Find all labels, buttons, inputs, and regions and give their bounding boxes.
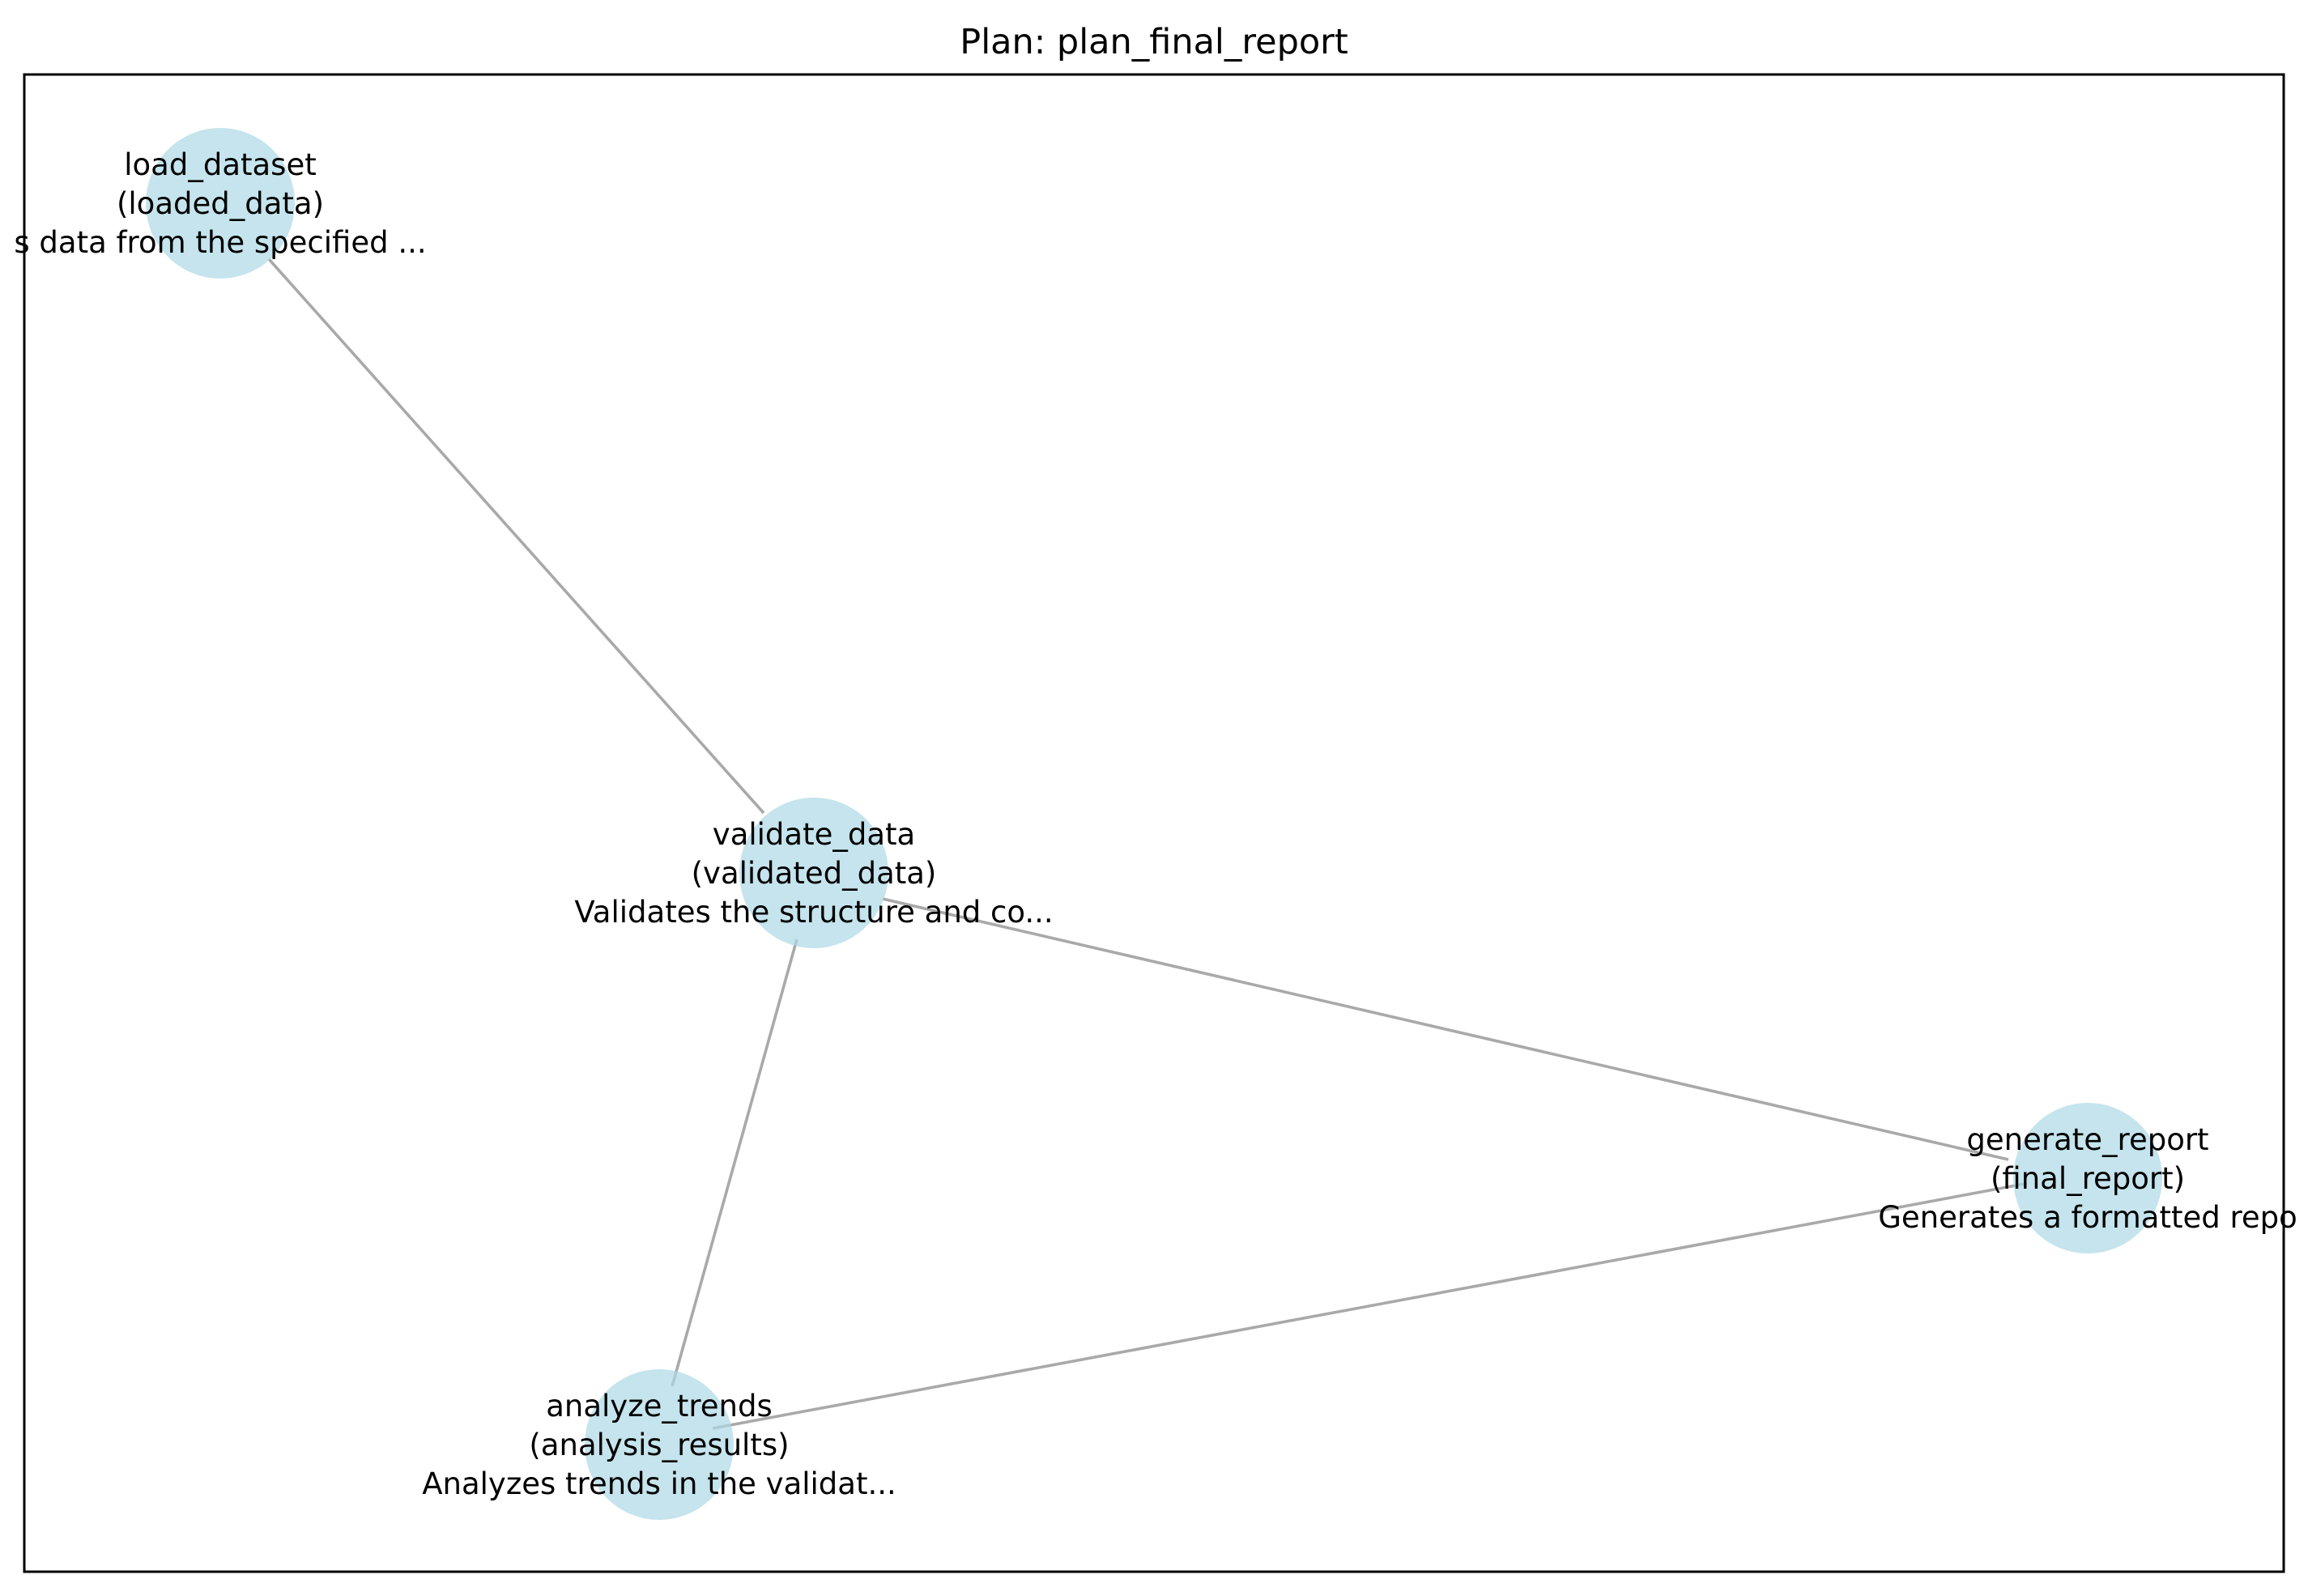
edge-validate_data-to-analyze_trends bbox=[671, 938, 798, 1387]
node-description-label-validate_data: Validates the structure and co... bbox=[574, 895, 1053, 930]
node-name-label-analyze_trends: analyze_trends bbox=[546, 1389, 773, 1424]
edge-analyze_trends-to-generate_report bbox=[712, 1182, 2025, 1430]
node-output-label-generate_report: (final_report) bbox=[1991, 1161, 2185, 1196]
node-output-label-validate_data: (validated_data) bbox=[692, 856, 937, 891]
node-description-label-analyze_trends: Analyzes trends in the validat... bbox=[422, 1466, 896, 1501]
node-name-label-load_dataset: load_dataset bbox=[124, 147, 316, 182]
labels-layer: load_dataset (loaded_data)s data from the… bbox=[14, 147, 2297, 1501]
node-output-label-load_dataset: (loaded_data) bbox=[117, 186, 324, 221]
node-validate_data[interactable] bbox=[739, 798, 888, 948]
node-generate_report[interactable] bbox=[2013, 1103, 2162, 1253]
edge-load_dataset-to-validate_data bbox=[267, 257, 765, 815]
edge-validate_data-to-generate_report bbox=[882, 897, 2009, 1161]
node-analyze_trends[interactable] bbox=[585, 1369, 734, 1520]
node-name-label-generate_report: generate_report bbox=[1966, 1122, 2208, 1157]
node-name-label-validate_data: validate_data bbox=[713, 817, 915, 852]
edges-layer bbox=[267, 257, 2025, 1430]
node-load_dataset[interactable] bbox=[146, 128, 295, 279]
node-output-label-analyze_trends: (analysis_results) bbox=[529, 1428, 789, 1462]
node-description-label-load_dataset: s data from the specified ... bbox=[14, 225, 426, 260]
node-description-label-generate_report: Generates a formatted repo bbox=[1878, 1200, 2297, 1235]
nodes-layer bbox=[146, 128, 2162, 1520]
plot-title: Plan: plan_final_report bbox=[960, 22, 1348, 62]
plot-frame bbox=[23, 73, 2285, 1573]
